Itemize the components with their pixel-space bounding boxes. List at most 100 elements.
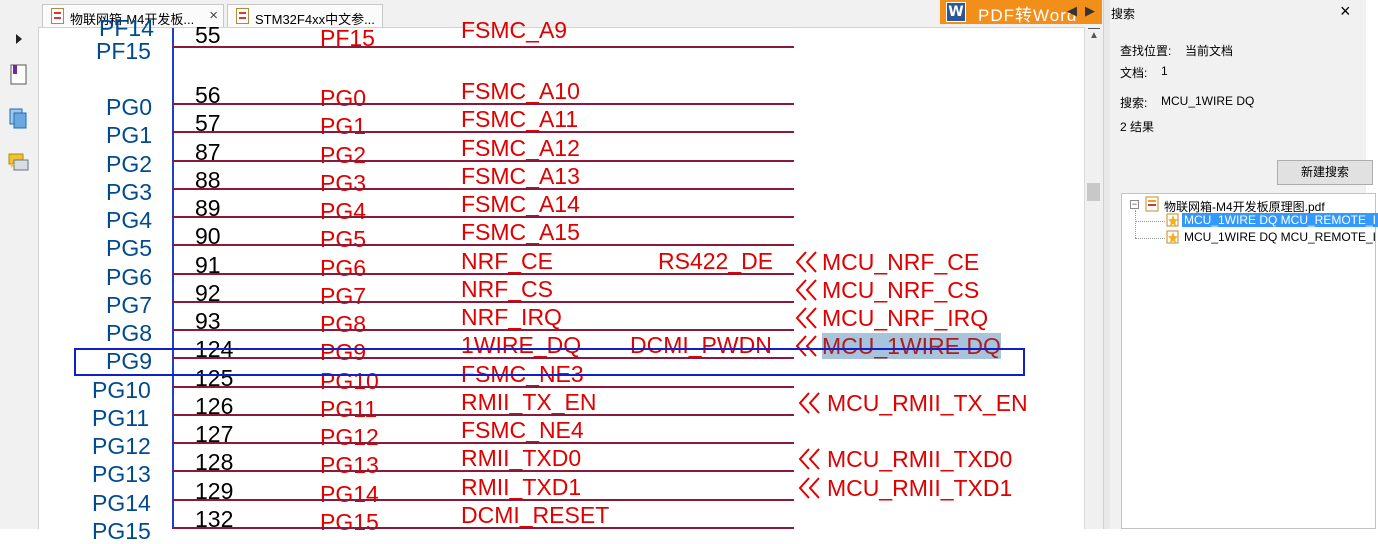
tab-scroll-left-icon[interactable]: ◀ xyxy=(1067,3,1077,18)
pin-label: PG4 xyxy=(106,207,153,233)
function-label: DCMI_RESET xyxy=(461,501,610,528)
net-arrow-icon xyxy=(798,448,820,470)
close-icon[interactable]: × xyxy=(1340,1,1351,21)
function-label: FSMC_A11 xyxy=(461,106,579,133)
function-label: FSMC_A10 xyxy=(461,78,580,104)
panel-splitter[interactable] xyxy=(1103,0,1111,529)
port-label: PG14 xyxy=(320,480,379,507)
function-label: FSMC_A9 xyxy=(461,17,568,43)
search-results-tree[interactable]: − 物联网箱-M4开发板原理图.pdf MCU_1WIRE DQ MCU_REM… xyxy=(1121,193,1378,529)
trace-line xyxy=(172,357,794,360)
pdf-to-word-button[interactable]: W PDF转Word xyxy=(940,0,1102,25)
port-label: PG2 xyxy=(320,141,367,168)
trace-line xyxy=(172,498,794,501)
net-arrow-icon xyxy=(795,279,817,301)
port-label: PG8 xyxy=(320,311,367,337)
left-toolbar xyxy=(0,27,39,529)
trace-line xyxy=(172,244,794,247)
port-label: PG15 xyxy=(320,508,379,535)
trace-line xyxy=(172,300,794,303)
docs-value: 1 xyxy=(1161,64,1168,78)
pdf-file-icon xyxy=(51,8,64,24)
trace-line xyxy=(172,159,794,162)
port-label: PG9 xyxy=(320,339,367,366)
net-arrow-icon xyxy=(795,335,817,357)
result-count: 2 结果 xyxy=(1120,120,1155,134)
trace-line xyxy=(172,272,794,275)
pin-bus-line xyxy=(172,28,174,529)
port-label: PG11 xyxy=(320,395,378,422)
trace-line xyxy=(172,131,794,134)
docs-label: 文档: xyxy=(1120,66,1148,80)
function-label: FSMC_NE3 xyxy=(461,360,584,387)
port-label: PG0 xyxy=(320,85,367,111)
expand-arrow-icon[interactable] xyxy=(14,33,24,45)
pin-label: PF14 xyxy=(99,15,154,41)
tab-schematic-pdf[interactable]: 物联网箱-M4开发板... × xyxy=(42,4,224,27)
pin-label: PG3 xyxy=(106,178,153,205)
search-panel-header: 搜索 × xyxy=(1110,0,1366,24)
net-label: MCU_NRF_IRQ xyxy=(822,305,989,331)
net-arrow-icon xyxy=(795,307,817,329)
function-label: RMII_TXD1 xyxy=(461,473,582,500)
search-result-item[interactable]: MCU_1WIRE DQ MCU_REMOTE_I xyxy=(1182,213,1378,227)
location-label: 查找位置: xyxy=(1120,44,1172,58)
function-label: FSMC_A12 xyxy=(461,134,580,161)
pin-label: PG9 xyxy=(106,348,153,375)
net-label: MCU_RMII_TXD1 xyxy=(827,474,1013,501)
search-highlight-box xyxy=(74,348,1025,376)
word-icon: W xyxy=(946,2,966,22)
port-label: PG12 xyxy=(320,424,379,450)
tab-stm32-manual[interactable]: STM32F4xx中文参... xyxy=(227,4,383,27)
result-icon xyxy=(1166,213,1179,227)
trace-line xyxy=(172,385,794,388)
port-label: PG6 xyxy=(320,254,367,281)
function-label: RMII_TX_EN xyxy=(461,388,597,415)
port-label: PG13 xyxy=(320,452,379,479)
net-label: MCU_NRF_CS xyxy=(822,276,980,303)
net-arrow-icon xyxy=(798,476,820,499)
tree-guide xyxy=(1135,221,1165,223)
net-label: MCU_RMII_TX_EN xyxy=(827,389,1028,416)
function-label: FSMC_A15 xyxy=(461,219,580,246)
pin-label: PG10 xyxy=(92,376,151,403)
result-file-name[interactable]: 物联网箱-M4开发板原理图.pdf xyxy=(1164,200,1325,214)
pin-label: PG5 xyxy=(106,235,153,262)
pin-label: PG7 xyxy=(106,291,153,318)
trace-line xyxy=(172,187,794,190)
search-panel: 搜索 × 查找位置: 当前文档 文档: 1 搜索: MCU_1WIRE DQ 2… xyxy=(1110,0,1378,529)
pdf-file-icon xyxy=(1145,196,1159,212)
tab-label: 物联网箱-M4开发板... xyxy=(70,12,195,27)
pin-label: PG11 xyxy=(92,404,150,431)
trace-line xyxy=(172,470,794,473)
scroll-top-bar xyxy=(1088,28,1100,29)
new-search-button[interactable]: 新建搜索 xyxy=(1277,160,1373,185)
location-value: 当前文档 xyxy=(1185,44,1234,58)
close-icon[interactable]: × xyxy=(209,7,218,24)
bookmark-icon[interactable] xyxy=(8,63,30,87)
pin-label: PG8 xyxy=(106,320,153,346)
pin-label: PG1 xyxy=(106,122,153,149)
vertical-scrollbar[interactable]: ▲ xyxy=(1084,27,1104,529)
function-label: RMII_TXD0 xyxy=(461,445,582,472)
port-label: PG10 xyxy=(320,367,379,394)
collapse-icon[interactable]: − xyxy=(1130,199,1139,209)
scroll-thumb[interactable] xyxy=(1087,183,1100,201)
tab-scroll-right-icon[interactable]: ▶ xyxy=(1085,3,1095,18)
result-icon xyxy=(1166,230,1179,244)
tree-guide xyxy=(1135,238,1165,240)
pin-label: PG0 xyxy=(106,94,153,120)
comments-icon[interactable] xyxy=(8,151,30,175)
net-arrow-icon xyxy=(795,250,817,273)
port-label: PG1 xyxy=(320,113,367,140)
pages-thumbnail-icon[interactable] xyxy=(8,107,30,131)
trace-line xyxy=(172,413,794,416)
scroll-up-icon[interactable]: ▲ xyxy=(1089,30,1099,41)
pin-label: PG15 xyxy=(92,517,151,544)
function-label: FSMC_A13 xyxy=(461,162,580,189)
trace-line xyxy=(172,103,794,105)
tree-guide xyxy=(1135,210,1137,238)
search-result-item[interactable]: MCU_1WIRE DQ MCU_REMOTE_I xyxy=(1184,230,1377,244)
alt-function-label: DCMI_PWDN xyxy=(630,332,772,359)
